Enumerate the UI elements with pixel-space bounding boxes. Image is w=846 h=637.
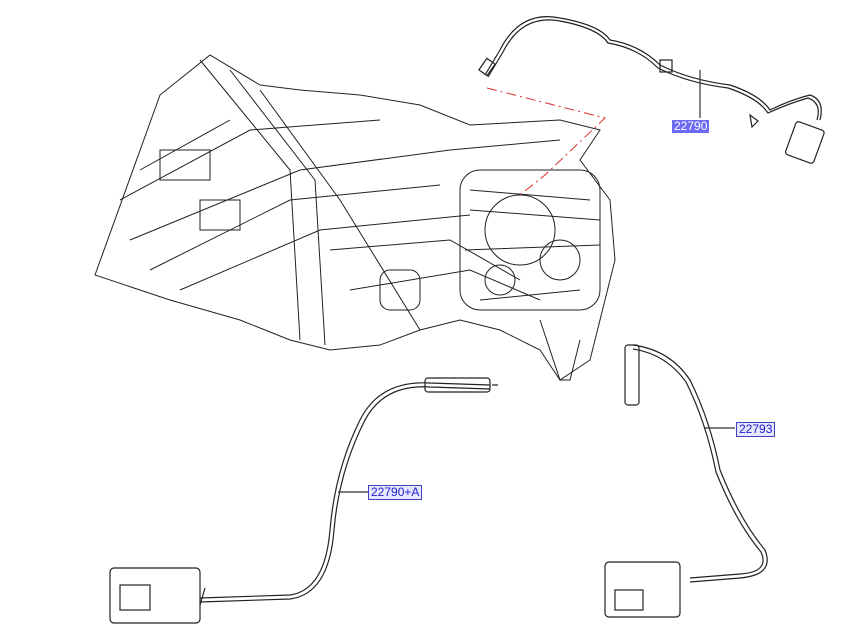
- harness-22790[interactable]: [478, 16, 825, 164]
- callout-22793[interactable]: 22793: [736, 422, 776, 437]
- sensor-22790a[interactable]: [109, 377, 498, 624]
- sensor-22793[interactable]: [604, 344, 768, 618]
- vehicle-front-structure: [94, 54, 616, 381]
- callout-22790-a[interactable]: 22790+A: [368, 485, 423, 500]
- callout-22790[interactable]: 22790: [672, 119, 710, 133]
- location-leader-line: [486, 87, 607, 196]
